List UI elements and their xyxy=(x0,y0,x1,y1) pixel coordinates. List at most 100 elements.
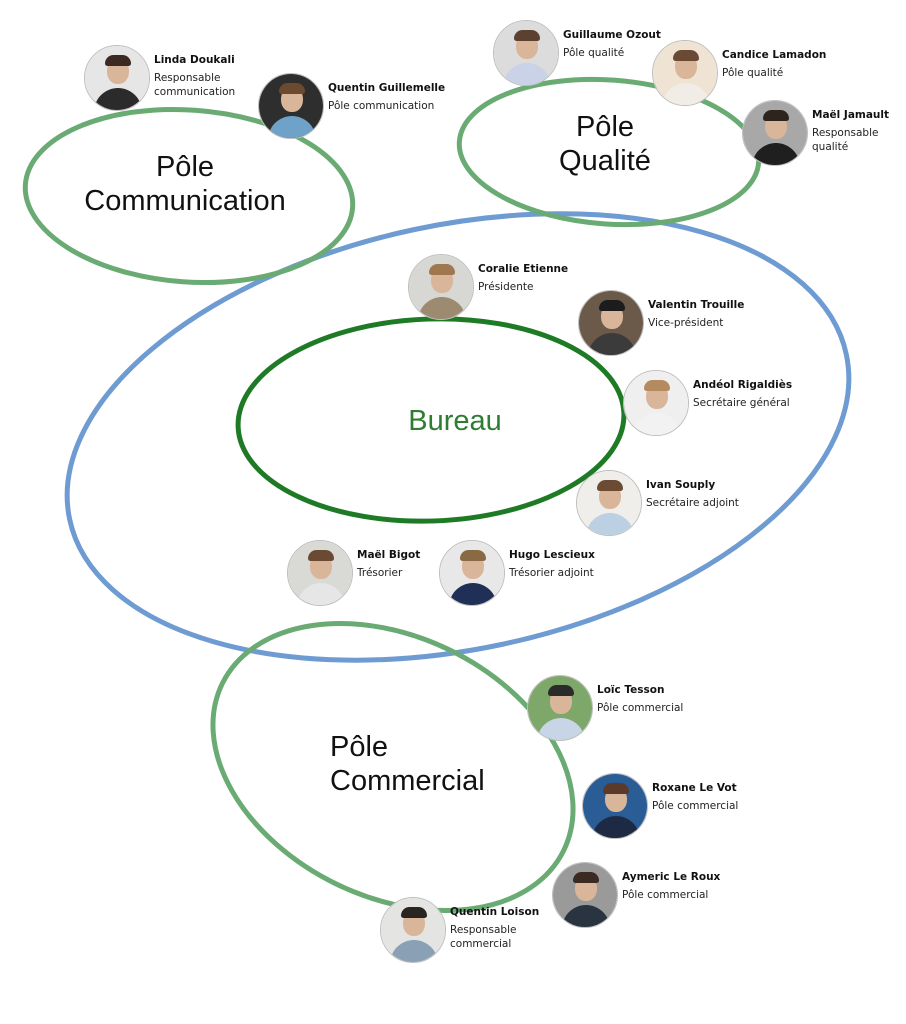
pole-communication-ellipse xyxy=(22,106,356,286)
avatar-hair xyxy=(603,783,629,794)
avatar xyxy=(287,540,353,606)
avatar-hair xyxy=(673,50,699,61)
avatar-body xyxy=(503,63,551,85)
avatar xyxy=(380,897,446,963)
avatar-body xyxy=(537,718,585,740)
member-role: Pôle commercial xyxy=(597,702,684,714)
member-role: Responsable communication xyxy=(154,72,236,98)
member-role: Pôle communication xyxy=(328,100,435,112)
member-name: Maël Bigot xyxy=(357,549,421,561)
avatar xyxy=(576,470,642,536)
member-role: Pôle commercial xyxy=(622,889,709,901)
avatar-body xyxy=(94,88,142,110)
avatar-body xyxy=(418,297,466,319)
pole-qualite-label: Pôle Qualité xyxy=(559,111,651,177)
avatar-body xyxy=(752,143,800,165)
member-name: Andéol Rigaldiès xyxy=(693,379,793,391)
avatar-body xyxy=(268,116,316,138)
avatar-hair xyxy=(279,83,305,94)
member-name: Coralie Etienne xyxy=(478,263,569,275)
member-name: Loïc Tesson xyxy=(597,684,665,696)
member-role: Trésorier adjoint xyxy=(509,567,594,579)
member-role: Pôle commercial xyxy=(652,800,739,812)
avatar-hair xyxy=(548,685,574,696)
avatar xyxy=(582,773,648,839)
avatar xyxy=(408,254,474,320)
avatar xyxy=(552,862,618,928)
avatar-body xyxy=(588,333,636,355)
avatar-body xyxy=(390,940,438,962)
pole-communication-label: Pôle Communication xyxy=(84,151,286,217)
member-name: Valentin Trouille xyxy=(648,299,745,311)
avatar xyxy=(258,73,324,139)
pole-commercial-ellipse xyxy=(210,621,576,913)
avatar-hair xyxy=(401,907,427,918)
avatar-hair xyxy=(460,550,486,561)
member-name: Guillaume Ozout xyxy=(563,29,661,41)
avatar-hair xyxy=(308,550,334,561)
member-role: Responsable commercial xyxy=(450,924,517,950)
member-role: Présidente xyxy=(478,281,534,293)
avatar-hair xyxy=(573,872,599,883)
member-name: Quentin Loison xyxy=(450,906,540,918)
avatar-hair xyxy=(514,30,540,41)
avatar-body xyxy=(562,905,610,927)
avatar-hair xyxy=(105,55,131,66)
avatar-body xyxy=(633,413,681,435)
member-name: Hugo Lescieux xyxy=(509,549,595,561)
avatar xyxy=(493,20,559,86)
member-name: Linda Doukali xyxy=(154,54,235,66)
bureau-label: Bureau xyxy=(408,405,502,437)
member-name: Maël Jamault xyxy=(812,109,890,121)
avatar-body xyxy=(586,513,634,535)
avatar xyxy=(652,40,718,106)
avatar-hair xyxy=(763,110,789,121)
avatar xyxy=(742,100,808,166)
member-name: Quentin Guillemelle xyxy=(328,82,446,94)
avatar-body xyxy=(592,816,640,838)
member-role: Vice-président xyxy=(648,317,724,329)
avatar-body xyxy=(449,583,497,605)
avatar xyxy=(527,675,593,741)
pole-commercial-label: Pôle Commercial xyxy=(330,731,485,797)
avatar xyxy=(623,370,689,436)
member-name: Candice Lamadon xyxy=(722,49,827,61)
member-name: Ivan Souply xyxy=(646,479,716,491)
avatar-hair xyxy=(599,300,625,311)
avatar-hair xyxy=(597,480,623,491)
member-role: Secrétaire général xyxy=(693,397,790,409)
avatar-body xyxy=(297,583,345,605)
avatar-hair xyxy=(429,264,455,275)
avatar xyxy=(578,290,644,356)
member-role: Pôle qualité xyxy=(722,67,784,79)
avatar-body xyxy=(662,83,710,105)
association-ellipse xyxy=(64,211,852,663)
member-role: Secrétaire adjoint xyxy=(646,497,739,509)
member-role: Pôle qualité xyxy=(563,47,625,59)
